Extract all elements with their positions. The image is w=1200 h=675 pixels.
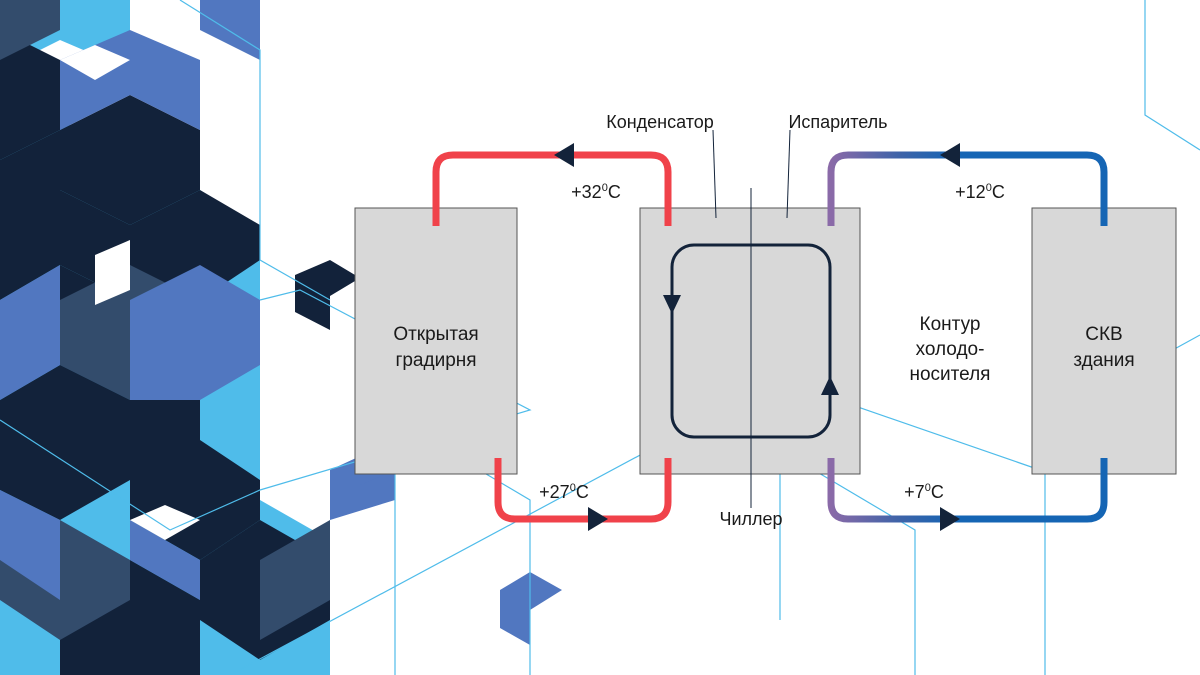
coolant-label-line2: холодо- (916, 339, 985, 360)
tower-label-line1: Открытая (393, 324, 478, 345)
building-supply-pipe (827, 458, 1108, 523)
building-hvac-box (1031, 207, 1177, 475)
refrigerant-circuit (663, 188, 839, 508)
temp-tower-supply: +270C (539, 482, 589, 502)
cooling-tower-box (354, 207, 518, 475)
temp-building-supply: +70C (904, 482, 944, 502)
hvac-label-line1: СКВ (1085, 324, 1122, 345)
hvac-label-line2: здания (1073, 350, 1134, 371)
arrow-right-icon (588, 507, 608, 531)
flow-arrows (554, 143, 960, 531)
coolant-label-line1: Контур (920, 314, 981, 335)
callout-lines (712, 129, 791, 219)
arrow-right-icon (940, 507, 960, 531)
temp-tower-return: +320C (571, 182, 621, 202)
temp-building-return: +120C (955, 182, 1005, 202)
condenser-label: Конденсатор (606, 112, 714, 132)
decorative-background (0, 0, 562, 675)
arrow-up-icon (821, 376, 839, 395)
tower-supply-pipe (494, 458, 672, 523)
tower-label-line2: градирня (395, 350, 476, 371)
coolant-label-line3: носителя (910, 364, 991, 385)
building-return-pipe (827, 151, 1108, 226)
evaporator-label: Испаритель (788, 112, 887, 132)
arrow-left-icon (554, 143, 574, 167)
arrow-down-icon (663, 295, 681, 314)
arrow-left-icon (940, 143, 960, 167)
chiller-label: Чиллер (719, 509, 782, 529)
tower-return-pipe (432, 151, 672, 226)
